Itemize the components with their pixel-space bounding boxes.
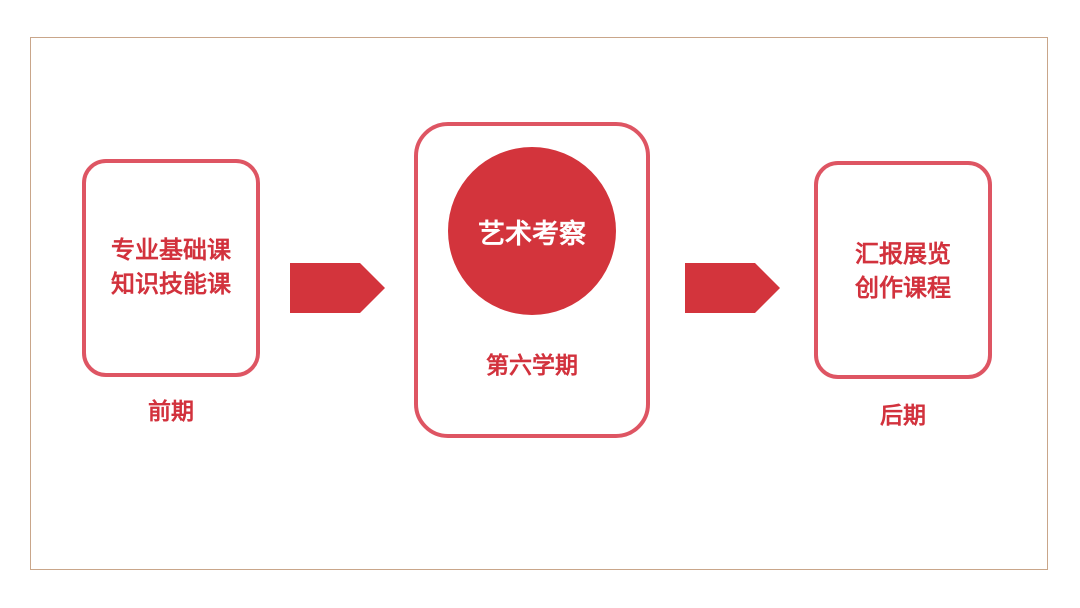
stage-late-line-1: 汇报展览 [855,240,951,268]
stage-middle-circle: 艺术考察 [448,147,616,315]
arrow-right-icon [290,263,385,313]
diagram-frame [30,37,1048,570]
stage-late-label: 后期 [880,403,926,429]
stage-late-box: 汇报展览 创作课程 [814,161,992,379]
stage-early-label: 前期 [148,399,194,425]
stage-early-text: 专业基础课 知识技能课 [86,233,256,301]
stage-early-box: 专业基础课 知识技能课 [82,159,260,377]
stage-late-text: 汇报展览 创作课程 [818,237,988,305]
stage-early-line-2: 知识技能课 [111,270,231,298]
stage-early-line-1: 专业基础课 [111,236,231,264]
stage-middle-label: 第六学期 [486,353,578,379]
arrow-right-icon [685,263,780,313]
stage-late-line-2: 创作课程 [855,274,951,302]
stage-middle-circle-text: 艺术考察 [478,218,586,250]
